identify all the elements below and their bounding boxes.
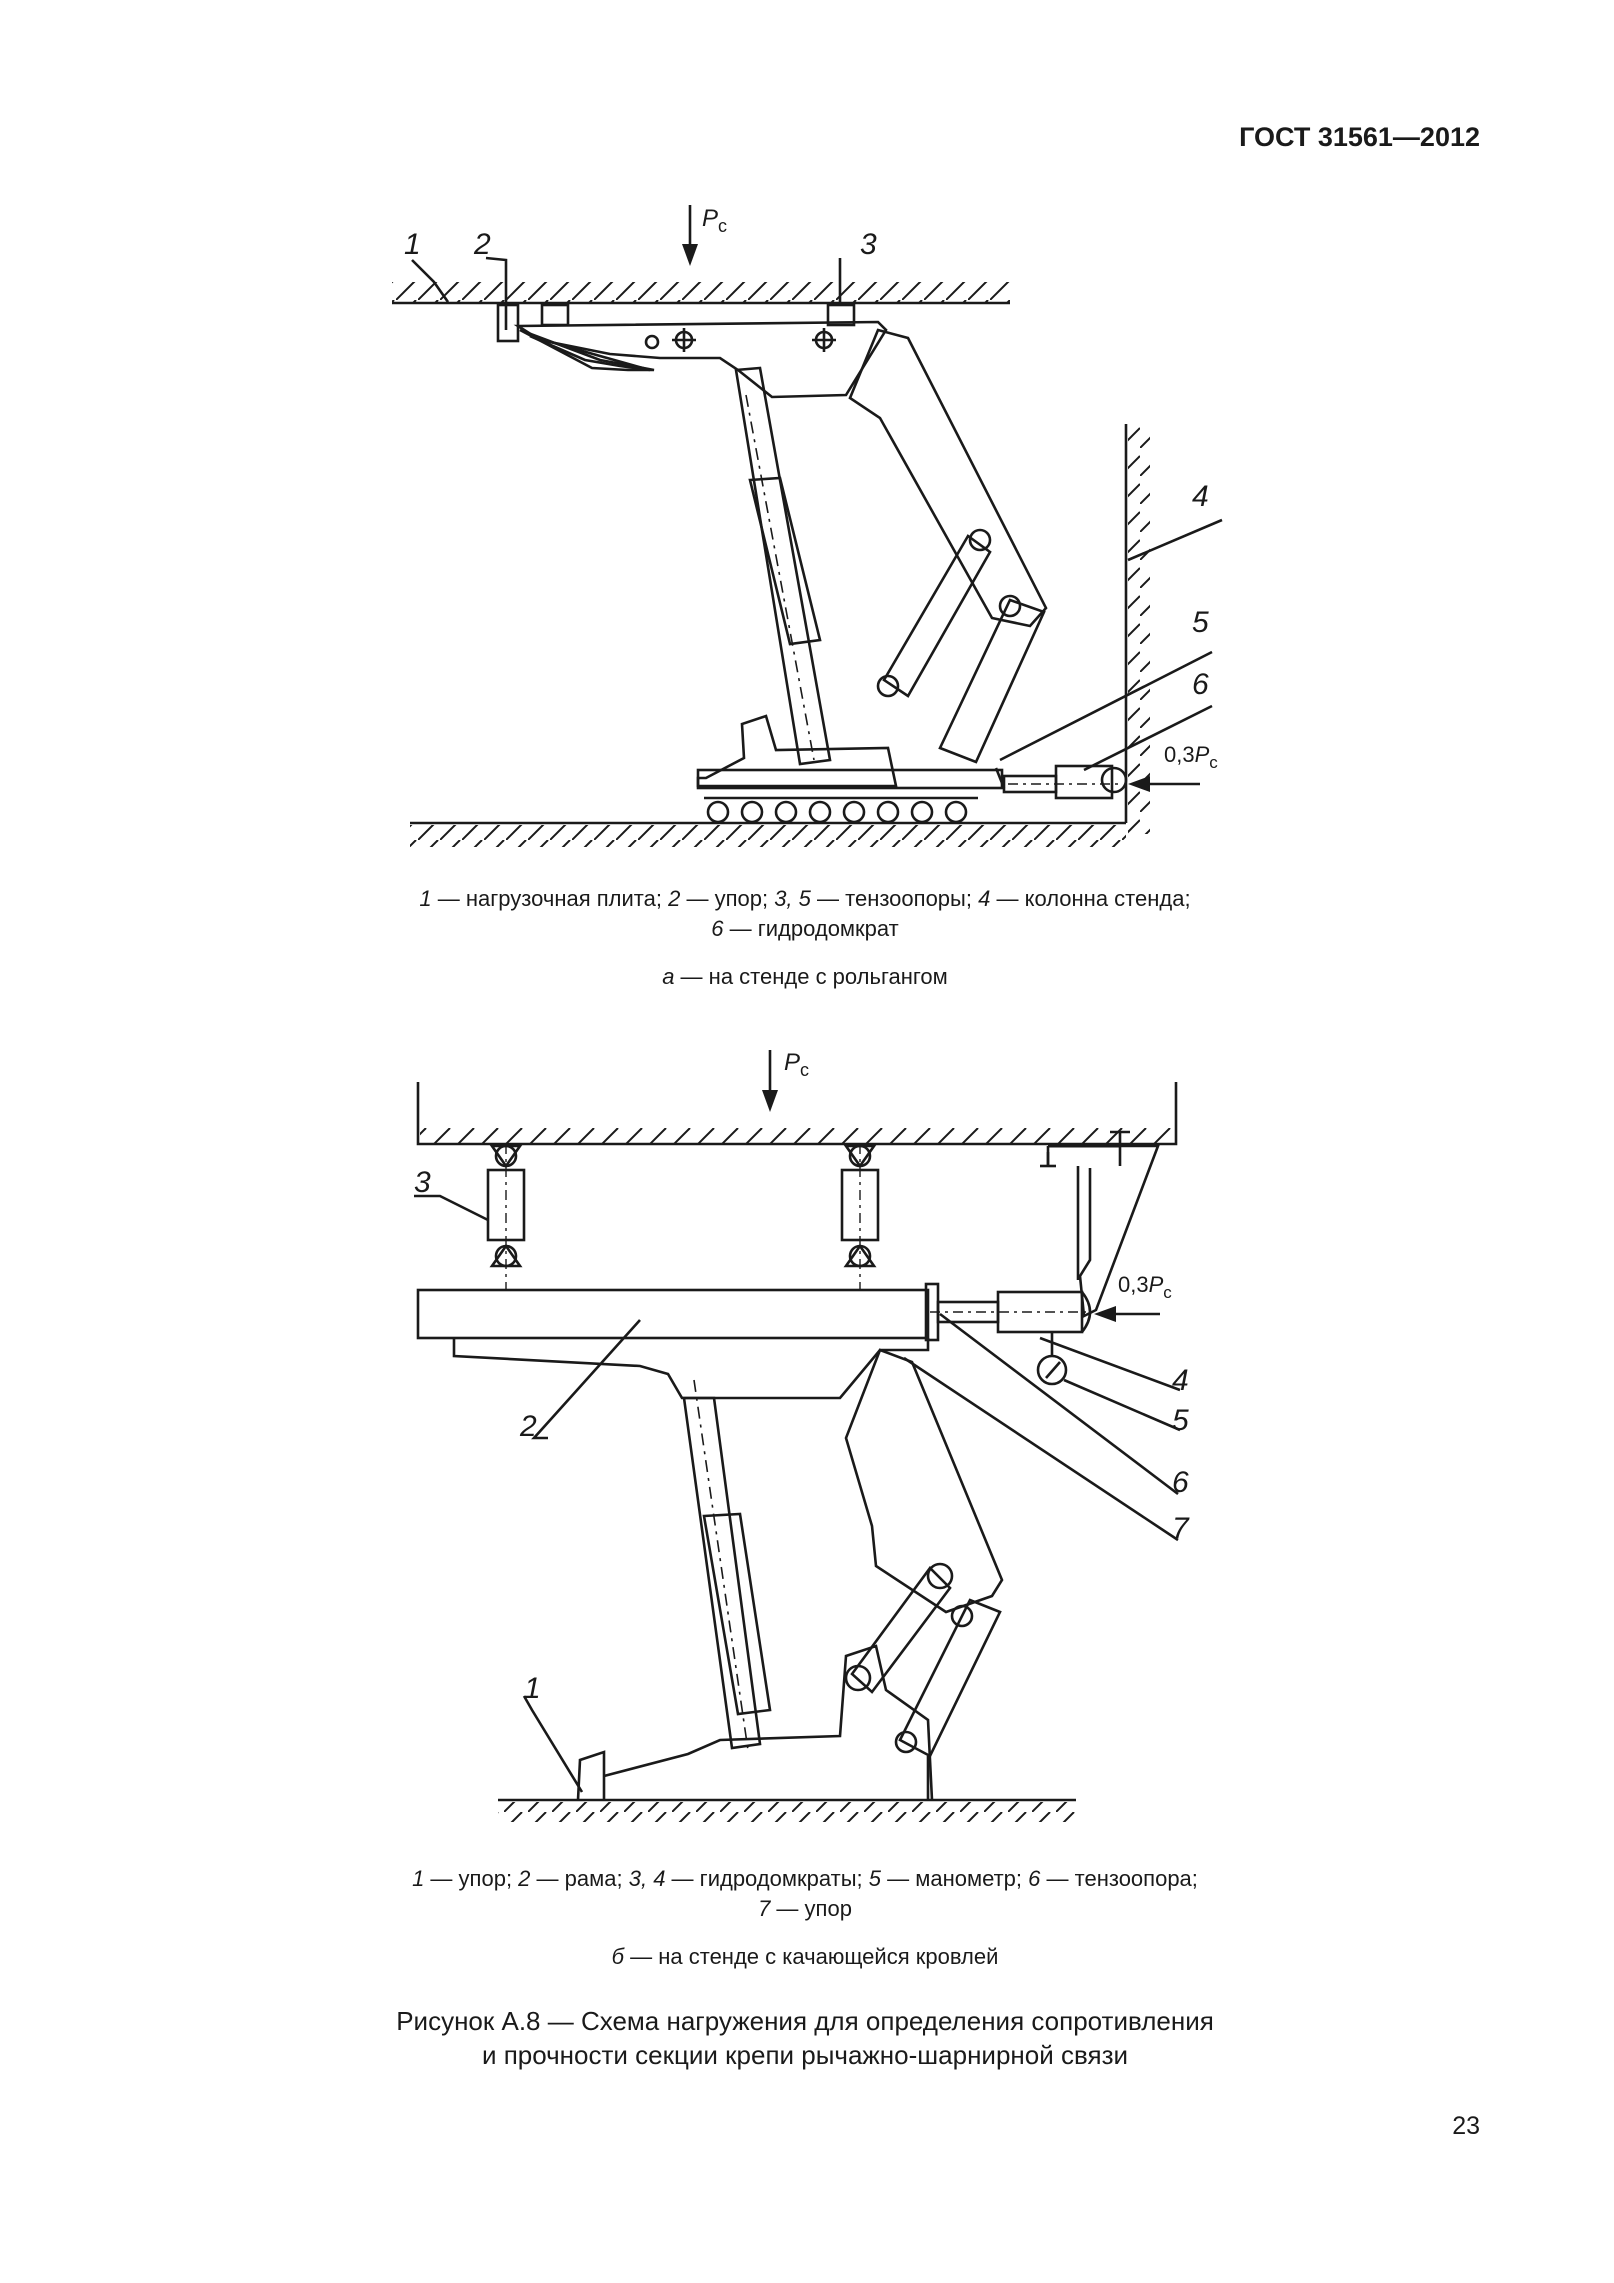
shield-b	[844, 1348, 1004, 1614]
hydraulic-jack-4	[996, 1290, 1084, 1334]
callout-b-7: 7	[1172, 1512, 1190, 1545]
hydraulic-jacks-3	[486, 1144, 880, 1290]
figure-title-line-1: Рисунок А.8 — Схема нагружения для опред…	[396, 2006, 1214, 2036]
callout-b-5: 5	[1172, 1404, 1189, 1437]
callout-a-2: 2	[473, 228, 491, 261]
callout-b-1: 1	[524, 1672, 541, 1705]
manometer	[1036, 1354, 1068, 1386]
callout-a-1: 1	[404, 228, 421, 261]
shield	[848, 328, 1048, 628]
page-number: 23	[1452, 2112, 1480, 2140]
side-load-label-b: 0,3Pс	[1118, 1272, 1172, 1302]
figure-title: Рисунок А.8 — Схема нагружения для опред…	[300, 2004, 1310, 2072]
callout-b-6: 6	[1172, 1466, 1189, 1499]
diagram-a: 1 2 3 4 5 6 Pс 0,3Pс	[392, 205, 1223, 847]
callout-b-4: 4	[1172, 1364, 1189, 1397]
figure-title-line-2: и прочности секции крепи рычажно-шарнирн…	[481, 2040, 1129, 2070]
callout-b-3: 3	[414, 1166, 431, 1199]
base	[696, 714, 898, 788]
side-load-label-a: 0,3Pс	[1164, 742, 1218, 772]
hydraulic-leg-b	[682, 1396, 762, 1750]
hydraulic-jack-a	[1054, 764, 1114, 800]
legend-b: 1 — упор; 2 — рама; 3, 4 — гидродомкраты…	[412, 1866, 1198, 1921]
stop-block	[496, 303, 520, 343]
roof-bracket	[1048, 1144, 1160, 1319]
roller-conveyor	[704, 796, 978, 824]
callout-a-5: 5	[1192, 606, 1209, 639]
load-label-a: Pс	[702, 205, 727, 236]
subcaption-a: а — на стенде с рольгангом	[662, 964, 948, 989]
callout-a-4: 4	[1192, 480, 1209, 513]
load-label-b: Pс	[784, 1049, 809, 1080]
subcaption-b: б — на стенде с качающейся кровлей	[611, 1944, 999, 1969]
document-header: ГОСТ 31561—2012	[1239, 122, 1480, 152]
callout-a-6: 6	[1192, 668, 1209, 701]
diagram-b: 1 2 3 4 5 6 7 Pс 0,3Pс	[414, 1049, 1190, 1822]
callout-b-2: 2	[519, 1410, 537, 1443]
hydraulic-leg	[734, 366, 832, 766]
base-b	[603, 1644, 934, 1801]
stop-b	[576, 1750, 606, 1801]
callout-a-3: 3	[860, 228, 877, 261]
legend-a: 1 — нагрузочная плита; 2 — упор; 3, 5 — …	[419, 886, 1191, 941]
frame	[416, 1288, 930, 1340]
